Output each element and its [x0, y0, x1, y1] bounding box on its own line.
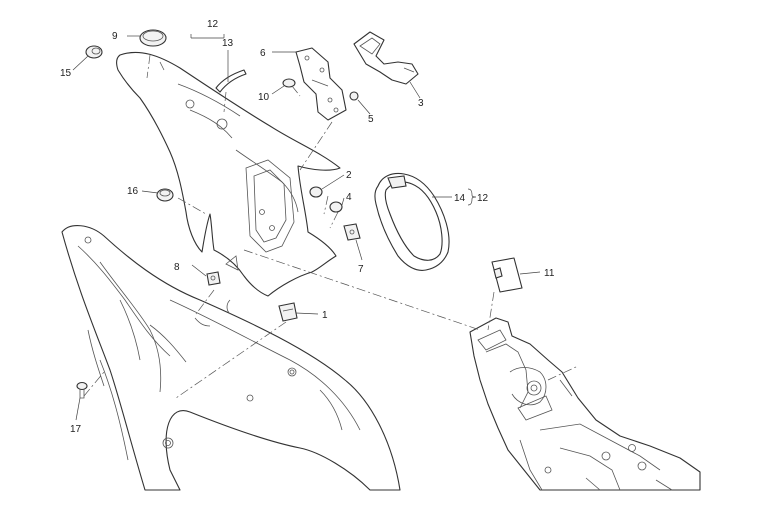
main-frame [469, 317, 701, 491]
callout-12-top: 12 [207, 19, 219, 30]
rear-mudguard [116, 51, 341, 297]
license-bracket [295, 47, 347, 121]
callout-labels: 9 12 13 15 6 10 3 5 2 4 14 12 16 7 8 11 … [60, 19, 555, 435]
callout-12-right: 12 [477, 193, 489, 204]
side-cover [491, 257, 523, 293]
callout-15: 15 [60, 68, 72, 79]
callout-11: 11 [544, 268, 555, 279]
plug-cap [139, 29, 167, 47]
callout-6: 6 [260, 48, 266, 59]
nut-2 [309, 186, 323, 198]
assembly-lines [83, 54, 579, 399]
callout-14: 14 [454, 193, 466, 204]
group-brace [467, 188, 477, 206]
cable-strap [215, 69, 247, 93]
speed-nut-clip [343, 223, 361, 241]
callout-13: 13 [222, 38, 234, 49]
callout-10: 10 [258, 92, 270, 103]
nut-4 [329, 201, 343, 213]
clip-1 [278, 302, 298, 322]
callout-9: 9 [112, 31, 118, 42]
tail-subframe-outline [61, 225, 401, 491]
rubber-bumper [156, 188, 174, 202]
passenger-grab-handle [374, 172, 450, 271]
leader-lines [72, 34, 541, 421]
license-plate-light [353, 31, 419, 85]
callout-8: 8 [174, 262, 180, 273]
screw-10 [282, 78, 296, 88]
callout-1: 1 [322, 310, 328, 321]
callout-5: 5 [368, 114, 374, 125]
clip-8 [206, 271, 221, 286]
callout-4: 4 [346, 192, 352, 203]
callout-3: 3 [418, 98, 424, 109]
grommet [85, 45, 103, 59]
callout-7: 7 [358, 264, 364, 275]
callout-17: 17 [70, 424, 82, 435]
callout-2: 2 [346, 170, 352, 181]
screw-17 [76, 381, 88, 399]
nut-5 [349, 91, 359, 101]
callout-16: 16 [127, 186, 139, 197]
